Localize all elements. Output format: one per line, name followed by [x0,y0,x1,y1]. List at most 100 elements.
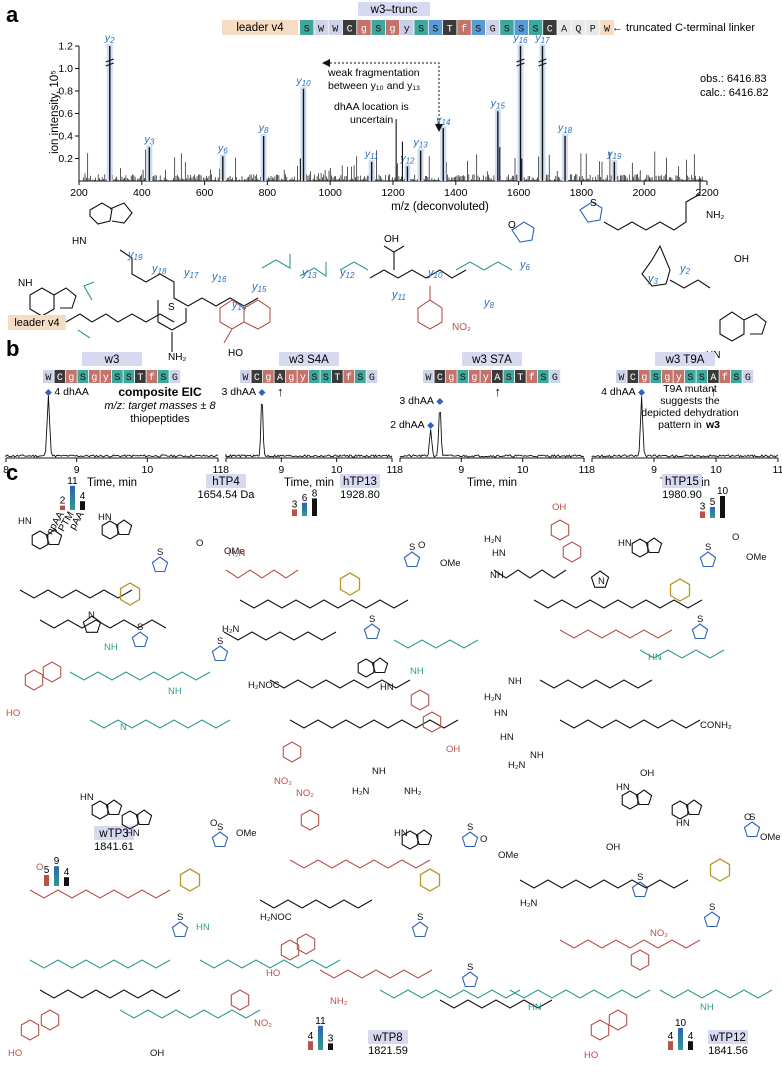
atom-label: N [598,576,605,587]
eic-title-bg [279,352,339,366]
mol-leader-bg [8,315,66,330]
eic-residue-box [309,370,320,383]
composition-bar-value: 3 [328,1033,334,1044]
calc-mass: calc.: 6416.82 [700,87,769,99]
eic-residue-letter: g [91,373,97,384]
eic-residue-box [446,370,457,383]
eic-residue-letter: f [722,372,728,384]
residue-letter: S [418,25,424,36]
eic-residue-letter: C [57,373,63,384]
atom-label: NH₂ [404,786,422,797]
eic-residue-box [263,370,274,383]
residue-box [385,20,400,35]
atom-label: NH [700,1002,714,1013]
atom-label: OMe [224,546,245,557]
ring-5 [685,799,703,816]
eic-x-tick-label: 11 [213,464,224,476]
composition-bar [70,485,75,510]
eic-residue-letter: S [114,373,120,384]
atom-label: O [36,862,43,873]
eic-residue-letter: S [687,373,693,384]
eic-trace [5,395,219,458]
atom-oh-2: OH [734,254,749,265]
y-tick-label: 0.8 [58,86,73,98]
atom-label: OMe [440,558,461,569]
eic-x-tick-label: 11 [579,464,590,476]
ring-6 [419,868,441,892]
atom-oh-1: OH [384,234,399,245]
composition-bar-value: 10 [717,486,729,497]
y-ion-label: y18 [557,122,573,135]
ring-6 [562,541,582,563]
backbone-chain [259,899,373,909]
eic-residue-letter: C [254,373,260,384]
composition-bar-value: 2 [60,496,66,507]
eic-residue-letter: G [552,373,558,384]
atom-label: OH [552,502,566,513]
mol-y-ion-label: y10 [427,267,443,280]
panel-label-c: c [6,460,18,485]
eic-xlabel: Time, min [284,477,334,489]
eic-residue-box [434,370,446,383]
atom-label: NH [168,686,182,697]
residue-box [600,20,614,35]
eic-residue-box [708,370,719,383]
atom-label: H₂N [228,548,246,559]
eic-residue-letter: S [460,373,466,384]
ring-6 [101,520,119,540]
atom-label: HO [584,1050,598,1061]
eic-residue-box [89,370,100,383]
tp-mass: 1841.56 [708,1045,748,1057]
residue-box [414,20,428,35]
y-ion-label: y17 [534,32,550,45]
atom-label: OMe [760,832,781,843]
residue-box [400,20,414,35]
backbone-chain [559,629,673,639]
composition-bar [668,1041,673,1050]
dha-1 [77,281,95,339]
backbone-chain [239,599,409,609]
atom-ho-1: HO [228,348,243,359]
atom-label: HN [500,732,514,743]
eic-residue-box [742,370,754,383]
atom-label: HN [676,818,690,829]
backbone-1 [65,313,175,323]
atom-label: S [697,614,703,625]
x-tick-label: 1400 [444,187,468,199]
mol-y-ion-label: y16 [211,271,227,284]
atom-label: H₂N [508,760,526,771]
ring-6 [410,689,430,711]
backbone-chain [29,959,171,969]
atom-label: S [369,614,375,625]
atom-label: NH₂ [330,996,348,1007]
eic-residue-letter: W [618,373,624,384]
y-ion-label: y13 [413,137,429,150]
eic-residue-box [355,370,366,383]
atom-label: S [409,542,415,553]
residue-letter: P [590,25,596,36]
t9a-note-1: T9A mutant [663,383,717,395]
residue-box [443,20,457,35]
peak-marker [436,398,444,405]
residue-letter: S [504,25,510,36]
atom-label: S [467,962,473,973]
atom-label: NH [508,676,522,687]
ring-6 [40,1009,60,1031]
eic-residue-letter: g [265,373,271,384]
residue-letter: g [361,25,367,36]
residue-box [300,20,314,35]
residue-box [314,20,328,35]
mol-y-ion-label: y15 [251,281,267,294]
ring-6 [709,858,731,882]
composition-bar-value: 4 [308,1031,314,1042]
axis-break [516,58,525,67]
eic-residue-box [169,370,181,383]
atom-label: NH [410,666,424,677]
atom-label: HN [380,682,394,693]
residue-letter: C [547,25,553,36]
ring-6 [230,989,250,1011]
peptide-name: w3–trunc [370,4,418,16]
eic-residue-letter: g [641,373,647,384]
ring-6 [119,582,141,606]
